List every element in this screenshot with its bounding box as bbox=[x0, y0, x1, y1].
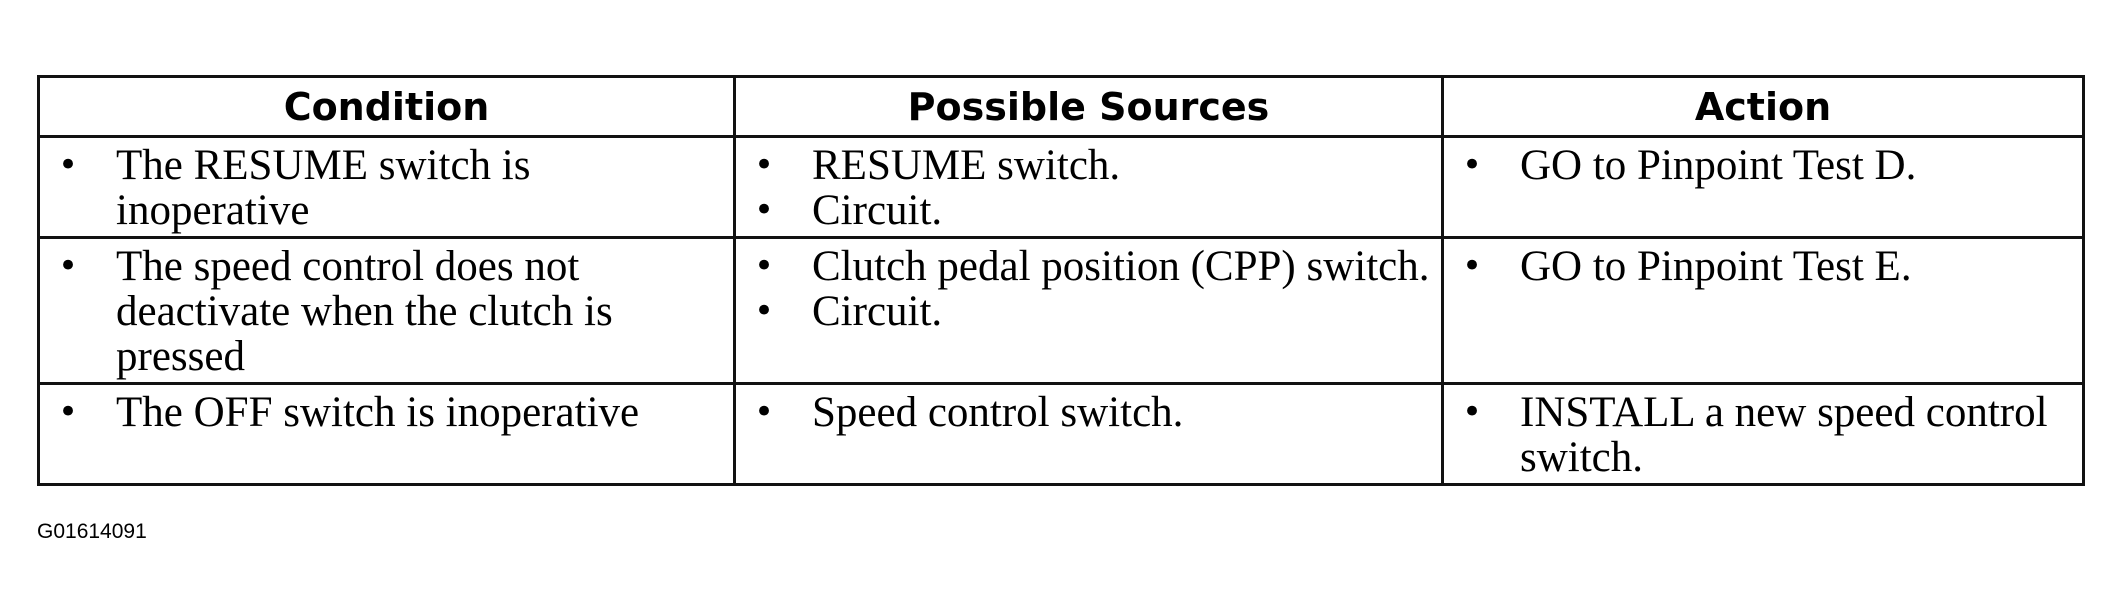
source-text: Circuit. bbox=[812, 187, 943, 234]
action-text: INSTALL a new speed control switch. bbox=[1520, 389, 2048, 481]
list-item: • The OFF switch is inoperative bbox=[40, 390, 723, 435]
list-item: • GO to Pinpoint Test E. bbox=[1444, 244, 2072, 289]
action-text: GO to Pinpoint Test E. bbox=[1520, 243, 1912, 290]
list-item: • RESUME switch. bbox=[736, 143, 1431, 188]
bullet-icon: • bbox=[1462, 246, 1483, 286]
list-item: • Speed control switch. bbox=[736, 390, 1431, 435]
bullet-icon: • bbox=[58, 246, 79, 286]
condition-text: The OFF switch is inoperative bbox=[116, 389, 640, 436]
sources-cell: • Clutch pedal position (CPP) switch. • Ci… bbox=[733, 236, 1444, 385]
sources-cell: • RESUME switch. • Circuit. bbox=[733, 135, 1444, 239]
condition-text: The RESUME switch is inoperative bbox=[116, 142, 531, 234]
condition-text: The speed control does not deactivate wh… bbox=[116, 243, 613, 380]
list-item: • The speed control does not deactivate w… bbox=[40, 244, 723, 379]
bullet-icon: • bbox=[754, 291, 775, 331]
list-item: • GO to Pinpoint Test D. bbox=[1444, 143, 2072, 188]
list-item: • The RESUME switch is inoperative bbox=[40, 143, 723, 233]
list-item: • Circuit. bbox=[736, 188, 1431, 233]
bullet-icon: • bbox=[754, 145, 775, 185]
bullet-icon: • bbox=[1462, 392, 1483, 432]
action-cell: • GO to Pinpoint Test D. bbox=[1441, 135, 2085, 239]
list-item: • Clutch pedal position (CPP) switch. bbox=[736, 244, 1431, 289]
condition-cell: • The speed control does not deactivate w… bbox=[37, 236, 736, 385]
action-cell: • INSTALL a new speed control switch. bbox=[1441, 382, 2085, 486]
sources-cell: • Speed control switch. bbox=[733, 382, 1444, 486]
source-text: RESUME switch. bbox=[812, 142, 1121, 189]
bullet-icon: • bbox=[754, 392, 775, 432]
diagnosis-table: Condition Possible Sources Action • The R… bbox=[37, 75, 2085, 486]
bullet-icon: • bbox=[754, 246, 775, 286]
source-text: Clutch pedal position (CPP) switch. bbox=[812, 243, 1430, 290]
source-text: Circuit. bbox=[812, 288, 943, 335]
table-row: • The RESUME switch is inoperative • RESUM… bbox=[37, 135, 2085, 239]
bullet-icon: • bbox=[754, 190, 775, 230]
condition-cell: • The RESUME switch is inoperative bbox=[37, 135, 736, 239]
figure-id: G01614091 bbox=[37, 520, 147, 543]
bullet-icon: • bbox=[58, 392, 79, 432]
bullet-icon: • bbox=[1462, 145, 1483, 185]
header-possible-sources: Possible Sources bbox=[733, 75, 1444, 138]
table-row: • The OFF switch is inoperative • Speed co… bbox=[37, 382, 2085, 486]
list-item: • Circuit. bbox=[736, 289, 1431, 334]
header-row: Condition Possible Sources Action bbox=[37, 75, 2085, 138]
header-condition: Condition bbox=[37, 75, 736, 138]
list-item: • INSTALL a new speed control switch. bbox=[1444, 390, 2072, 480]
condition-cell: • The OFF switch is inoperative bbox=[37, 382, 736, 486]
action-text: GO to Pinpoint Test D. bbox=[1520, 142, 1917, 189]
bullet-icon: • bbox=[58, 145, 79, 185]
action-cell: • GO to Pinpoint Test E. bbox=[1441, 236, 2085, 385]
source-text: Speed control switch. bbox=[812, 389, 1184, 436]
header-action: Action bbox=[1441, 75, 2085, 138]
table-row: • The speed control does not deactivate w… bbox=[37, 236, 2085, 385]
